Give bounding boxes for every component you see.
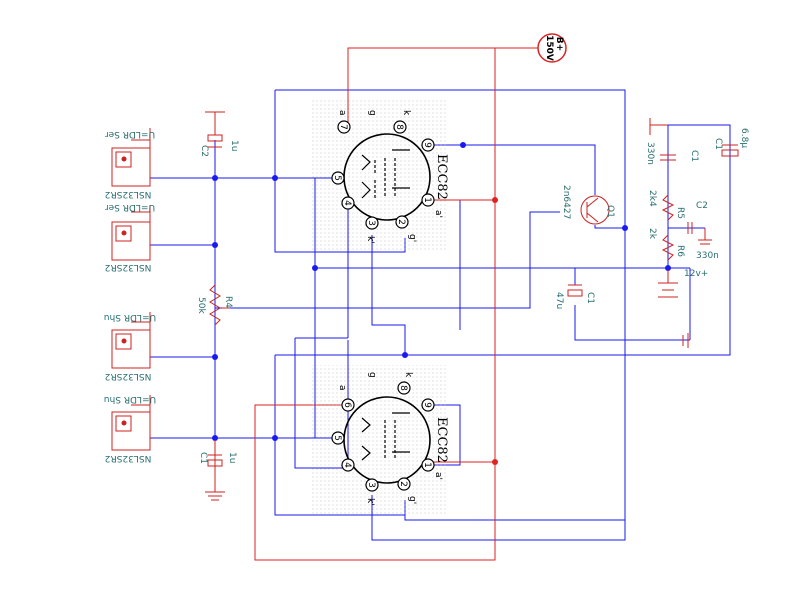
svg-text:8: 8 <box>398 385 408 391</box>
svg-text:1: 1 <box>422 462 432 468</box>
resistor-r4: R4 50k <box>196 284 233 326</box>
svg-text:a': a' <box>433 472 443 480</box>
svg-text:50k: 50k <box>196 297 206 314</box>
svg-text:R4: R4 <box>223 296 233 308</box>
svg-text:2n6427: 2n6427 <box>561 185 571 219</box>
ldr-label: U=LDR Ser <box>105 129 155 139</box>
svg-text:7: 7 <box>338 124 348 130</box>
triode-symbol-bottom <box>361 412 410 461</box>
svg-text:4: 4 <box>342 200 352 206</box>
ldr-1: U=LDR Ser NSL32SR2 <box>105 128 155 199</box>
svg-text:2k: 2k <box>647 228 657 240</box>
right-network: 330n C1 C1 6.8µ 2k4 R5 C2 330n 2k R6 12v… <box>645 118 749 348</box>
ldr-3: U=LDR Shu NSL32SR2 <box>104 312 156 381</box>
ldr-2: U=LDR Ser NSL32SR2 <box>105 202 155 272</box>
svg-text:5: 5 <box>332 435 342 441</box>
capacitor-c1-47u: C1 47u <box>554 284 595 309</box>
svg-text:3: 3 <box>366 220 376 226</box>
svg-text:8: 8 <box>394 124 404 130</box>
capacitor-c2-top: C2 1u <box>199 111 239 157</box>
svg-text:a': a' <box>433 210 443 218</box>
tube-top-pins: 8 7 9 5 1 4 3 2 g a k a' g' k' <box>331 110 443 244</box>
svg-text:47u: 47u <box>554 292 564 309</box>
ldr-part: NSL32SR2 <box>105 453 152 463</box>
ldr-part: NSL32SR2 <box>105 371 152 381</box>
svg-text:Q1: Q1 <box>605 205 615 218</box>
ldr-part: NSL32SR2 <box>105 262 152 272</box>
svg-text:3: 3 <box>366 482 376 488</box>
svg-text:C1: C1 <box>713 138 723 150</box>
ldr-label: U=LDR Shu <box>104 394 156 404</box>
svg-text:C2: C2 <box>199 145 209 157</box>
ldr-label: U=LDR Shu <box>104 312 156 322</box>
svg-text:g': g' <box>407 234 417 242</box>
svg-text:C2: C2 <box>696 201 708 211</box>
b-plus-supply-symbol: B+ 150V <box>537 33 567 63</box>
svg-text:330n: 330n <box>696 251 719 261</box>
svg-text:6: 6 <box>342 402 352 408</box>
svg-text:330n: 330n <box>645 142 655 165</box>
triode-symbol-top <box>361 149 410 199</box>
svg-text:1u: 1u <box>229 140 239 151</box>
svg-text:1: 1 <box>422 197 432 203</box>
svg-text:a: a <box>337 110 347 116</box>
svg-text:9: 9 <box>422 142 432 148</box>
svg-text:k: k <box>403 372 413 378</box>
ldr-part: NSL32SR2 <box>105 189 152 199</box>
supply-voltage: 150V <box>544 35 554 61</box>
svg-text:k: k <box>401 110 411 116</box>
svg-text:C1: C1 <box>198 452 208 464</box>
svg-text:g: g <box>367 372 377 378</box>
svg-text:g: g <box>367 110 377 116</box>
svg-text:12v+: 12v+ <box>684 269 708 279</box>
supply-label: B+ <box>554 37 564 51</box>
svg-text:k': k' <box>365 236 375 244</box>
tube-label: ECC82 <box>434 154 449 200</box>
svg-text:R5: R5 <box>675 207 685 219</box>
svg-text:C1: C1 <box>689 150 699 162</box>
svg-text:4: 4 <box>342 462 352 468</box>
svg-text:9: 9 <box>422 402 432 408</box>
transistor-q1: Q1 2n6427 <box>561 185 615 225</box>
svg-text:1u: 1u <box>227 452 237 463</box>
tube-label: ECC82 <box>434 417 449 463</box>
svg-text:a: a <box>337 385 347 391</box>
svg-text:k': k' <box>365 498 375 506</box>
svg-text:C1: C1 <box>585 292 595 304</box>
svg-text:R6: R6 <box>675 245 685 257</box>
svg-text:2k4: 2k4 <box>647 190 657 207</box>
svg-text:g': g' <box>407 496 417 504</box>
tube-bottom-pins: 8 6 9 5 1 4 3 2 g a k a' g' k' <box>331 372 443 506</box>
capacitor-c1-bottom: C1 1u <box>198 440 237 501</box>
junction-dots <box>212 142 671 465</box>
ldr-4: U=LDR Shu NSL32SR2 <box>104 394 156 463</box>
svg-text:6.8µ: 6.8µ <box>739 128 749 148</box>
svg-text:5: 5 <box>332 175 342 181</box>
svg-text:2: 2 <box>398 481 408 487</box>
ldr-label: U=LDR Ser <box>105 202 155 212</box>
svg-text:2: 2 <box>396 219 406 225</box>
